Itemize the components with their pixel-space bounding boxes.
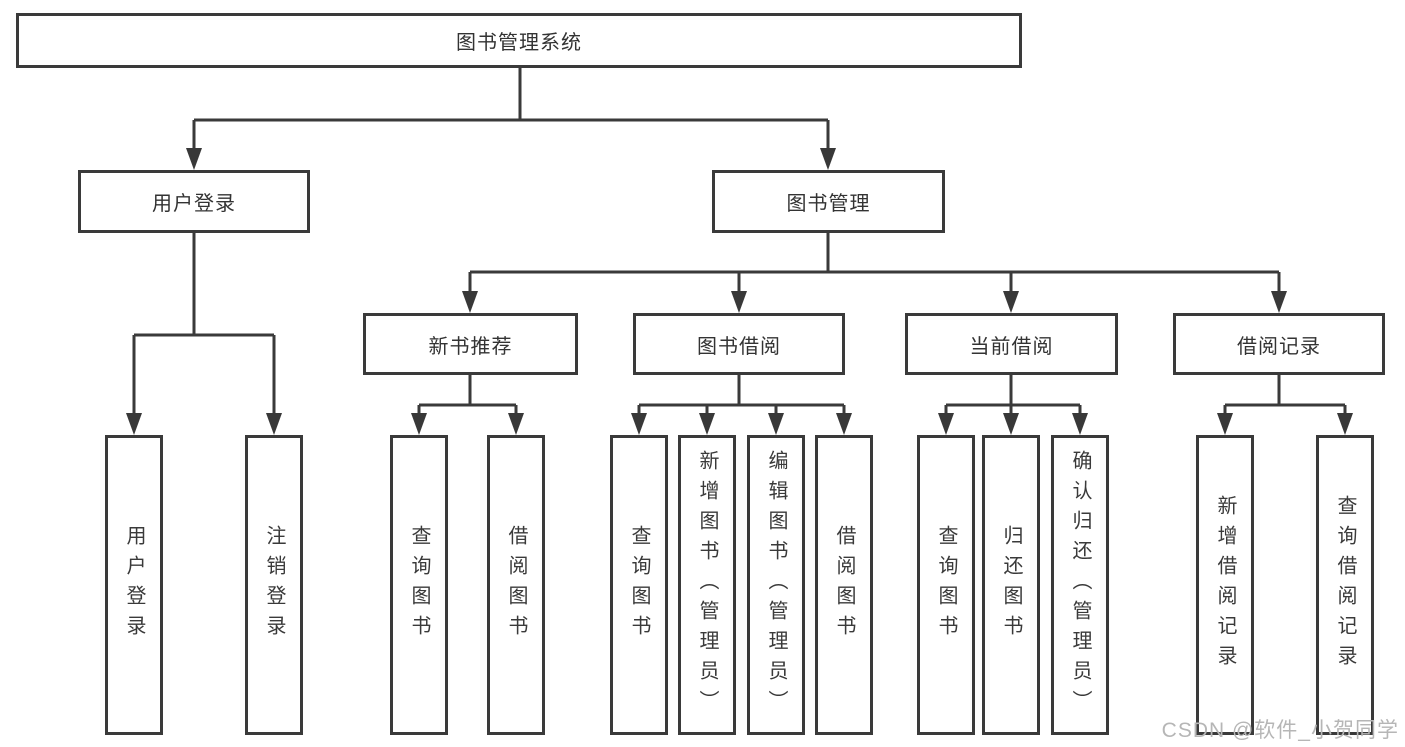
leaf-label: 查询图书 [935,525,957,645]
leaf-label: 新增图书（管理员） [696,450,718,720]
leaf-label: 新增借阅记录 [1214,495,1236,675]
leaf-label: 查询图书 [628,525,650,645]
arrowhead [731,291,747,313]
leaf-label: 归还图书 [1000,525,1022,645]
arrowhead [462,291,478,313]
leaf-rec-borrow-books: 借阅图书 [487,435,545,735]
arrowhead [1003,291,1019,313]
leaf-borrow-borrow-books: 借阅图书 [815,435,873,735]
arrowhead [266,413,282,435]
node-user-login: 用户登录 [78,170,310,233]
arrowhead [1337,413,1353,435]
leaf-borrow-query-books: 查询图书 [610,435,668,735]
node-label: 新书推荐 [428,335,513,358]
leaf-label: 查询图书 [408,525,430,645]
leaf-logout: 注销登录 [245,435,303,735]
leaf-records-query-borrow-record: 查询借阅记录 [1316,435,1374,735]
arrowhead [820,148,836,170]
leaf-rec-query-books: 查询图书 [390,435,448,735]
arrowhead [631,413,647,435]
leaf-borrow-add-books-admin: 新增图书（管理员） [678,435,736,735]
arrowhead [1072,413,1088,435]
leaf-current-query-books: 查询图书 [917,435,975,735]
node-new-book-recommendation: 新书推荐 [363,313,578,375]
node-label: 图书借阅 [697,335,781,358]
arrowhead [1003,413,1019,435]
leaf-label: 用户登录 [123,525,145,645]
node-label: 当前借阅 [969,335,1054,358]
connector-recommendation-to-leaves [417,375,518,415]
node-label: 用户登录 [152,193,236,215]
leaf-label: 注销登录 [263,525,285,645]
arrowhead [1217,413,1233,435]
arrowhead [1271,291,1287,313]
leaf-borrow-edit-books-admin: 编辑图书（管理员） [747,435,805,735]
leaf-label: 查询借阅记录 [1334,495,1356,675]
leaf-label: 借阅图书 [505,525,527,645]
connector-user-login-to-leaves [132,233,276,415]
arrowhead [508,413,524,435]
node-library-management-system: 图书管理系统 [16,13,1022,68]
arrowhead [699,413,715,435]
arrowhead [411,413,427,435]
node-label: 借阅记录 [1237,335,1321,358]
leaf-label: 借阅图书 [833,525,855,645]
arrowhead [186,148,202,170]
node-book-borrowing: 图书借阅 [633,313,845,375]
connector-book-management-to-level3 [468,233,1281,293]
node-current-borrowing: 当前借阅 [905,313,1118,375]
node-label: 图书管理系统 [456,32,582,54]
arrowhead [768,413,784,435]
node-label: 图书管理 [786,193,871,215]
leaf-user-login: 用户登录 [105,435,163,735]
connector-records-to-leaves [1223,375,1347,415]
csdn-watermark: CSDN @软件_小贺同学 [1161,719,1399,742]
leaf-current-confirm-return-admin: 确认归还（管理员） [1051,435,1109,735]
node-book-management: 图书管理 [712,170,945,233]
node-borrowing-records: 借阅记录 [1173,313,1385,375]
leaf-current-return-books: 归还图书 [982,435,1040,735]
arrowhead [836,413,852,435]
connector-current-to-leaves [944,375,1082,415]
connector-root-to-level2 [192,68,830,150]
leaf-label: 确认归还（管理员） [1069,450,1091,720]
arrowhead [126,413,142,435]
connector-borrowing-to-leaves [637,375,846,415]
leaf-records-add-borrow-record: 新增借阅记录 [1196,435,1254,735]
leaf-label: 编辑图书（管理员） [765,450,787,720]
arrowhead [938,413,954,435]
